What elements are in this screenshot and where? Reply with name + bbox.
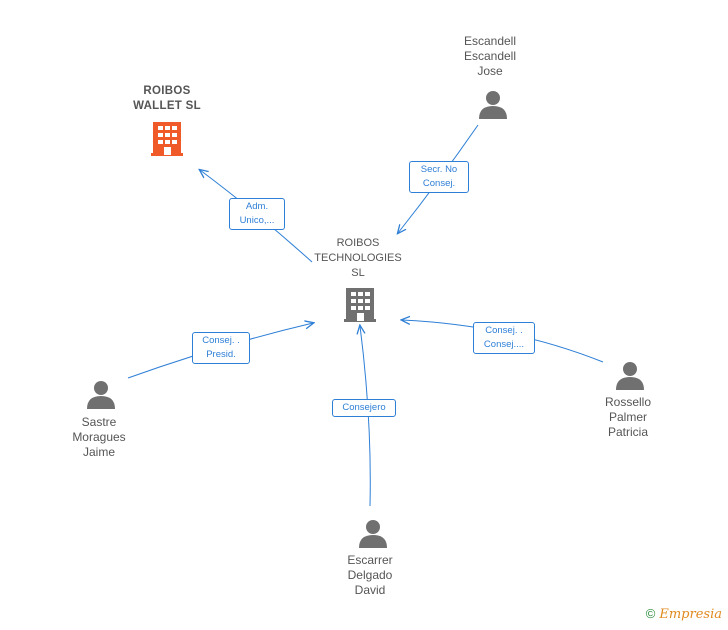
node-label-line: TECHNOLOGIES — [314, 252, 402, 264]
edge-consejero[interactable] — [360, 326, 371, 507]
copyright-icon: © — [645, 606, 656, 621]
node-label-rossello[interactable]: Rossello Palmer Patricia — [578, 395, 678, 440]
edge-label-secr-no-consej[interactable]: Secr. No Consej. — [409, 161, 469, 193]
node-label-line: Escandell — [463, 34, 517, 48]
node-label-line: Escandell — [463, 49, 517, 63]
edge-label-consej-consej[interactable]: Consej. . Consej.... — [473, 322, 535, 354]
node-label-line: Jose — [477, 64, 503, 78]
person-icon[interactable] — [479, 91, 507, 119]
node-label-line: WALLET SL — [133, 100, 201, 112]
node-label-line: Palmer — [608, 410, 647, 424]
node-label-line: Rossello — [604, 395, 652, 409]
node-label-roibos-wallet[interactable]: ROIBOS WALLET SL — [112, 84, 222, 114]
building-icon[interactable] — [344, 288, 376, 322]
building-icon[interactable] — [151, 122, 183, 156]
edge-label-line: Consej.... — [483, 339, 525, 350]
person-icon[interactable] — [87, 381, 115, 409]
footer-credit: ©Empresia — [646, 606, 722, 622]
node-label-line: Sastre — [81, 415, 117, 429]
node-label-line: Escarrer — [347, 553, 393, 567]
person-icon[interactable] — [359, 520, 387, 548]
node-label-line: Jaime — [82, 445, 115, 459]
edge-label-line: Presid. — [206, 349, 236, 360]
node-label-sastre[interactable]: Sastre Moragues Jaime — [49, 415, 149, 460]
node-label-roibos-technologies[interactable]: ROIBOS TECHNOLOGIES SL — [298, 236, 418, 281]
edge-label-line: Adm. — [245, 201, 269, 212]
brand-logo[interactable]: Empresia — [659, 607, 722, 622]
person-icon[interactable] — [616, 362, 644, 390]
edge-label-consejero[interactable]: Consejero — [332, 399, 396, 417]
node-label-line: David — [354, 583, 386, 597]
edge-label-consej-presid[interactable]: Consej. . Presid. — [192, 332, 250, 364]
edge-label-line: Consej. — [422, 178, 456, 189]
edge-label-line: Secr. No — [420, 164, 458, 175]
edge-label-line: Consej. . — [485, 325, 523, 336]
node-label-line: Moragues — [72, 430, 126, 444]
node-label-line: Patricia — [607, 425, 648, 439]
node-label-line: ROIBOS — [143, 85, 191, 97]
node-label-line: ROIBOS — [336, 237, 380, 249]
node-label-line: Delgado — [347, 568, 393, 582]
edge-label-line: Unico,... — [239, 215, 275, 226]
edge-label-line: Consejero — [342, 402, 386, 413]
node-label-line: SL — [351, 267, 365, 279]
edge-label-line: Consej. . — [202, 335, 240, 346]
edge-label-adm-unico[interactable]: Adm. Unico,... — [229, 198, 285, 230]
node-label-escarrer[interactable]: Escarrer Delgado David — [320, 553, 420, 598]
node-label-escandell[interactable]: Escandell Escandell Jose — [440, 34, 540, 79]
